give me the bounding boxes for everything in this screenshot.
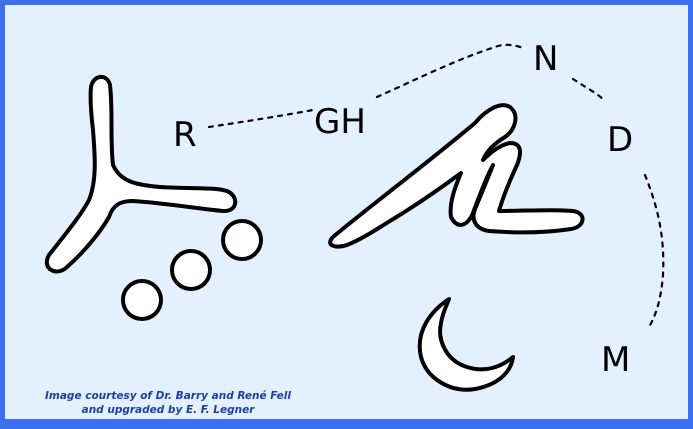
dotted-trail-r-gh: [207, 108, 315, 129]
diagonal-zigzag-glyph: [328, 103, 585, 249]
credit-line-1: Image courtesy of Dr. Barry and René Fel…: [45, 390, 291, 402]
dotted-trail-gh-n: [375, 43, 527, 99]
circle-glyph-small: [121, 279, 163, 321]
circle-glyph-middle: [170, 249, 212, 291]
label-m: M: [601, 340, 630, 380]
crescent-glyph: [417, 297, 515, 392]
label-d: D: [607, 120, 633, 160]
label-n: N: [533, 39, 558, 79]
label-r: R: [173, 115, 197, 155]
dotted-trail-n-d: [571, 77, 607, 103]
petroglyph-diagram: R GH N D M: [45, 39, 665, 392]
circle-glyph-right: [221, 219, 263, 261]
label-gh: GH: [314, 102, 366, 142]
dotted-trail-d-m: [643, 173, 665, 329]
image-credit: Image courtesy of Dr. Barry and René Fel…: [23, 389, 313, 417]
credit-line-2: and upgraded by E. F. Legner: [81, 404, 255, 416]
y-shaped-glyph: [45, 75, 238, 274]
